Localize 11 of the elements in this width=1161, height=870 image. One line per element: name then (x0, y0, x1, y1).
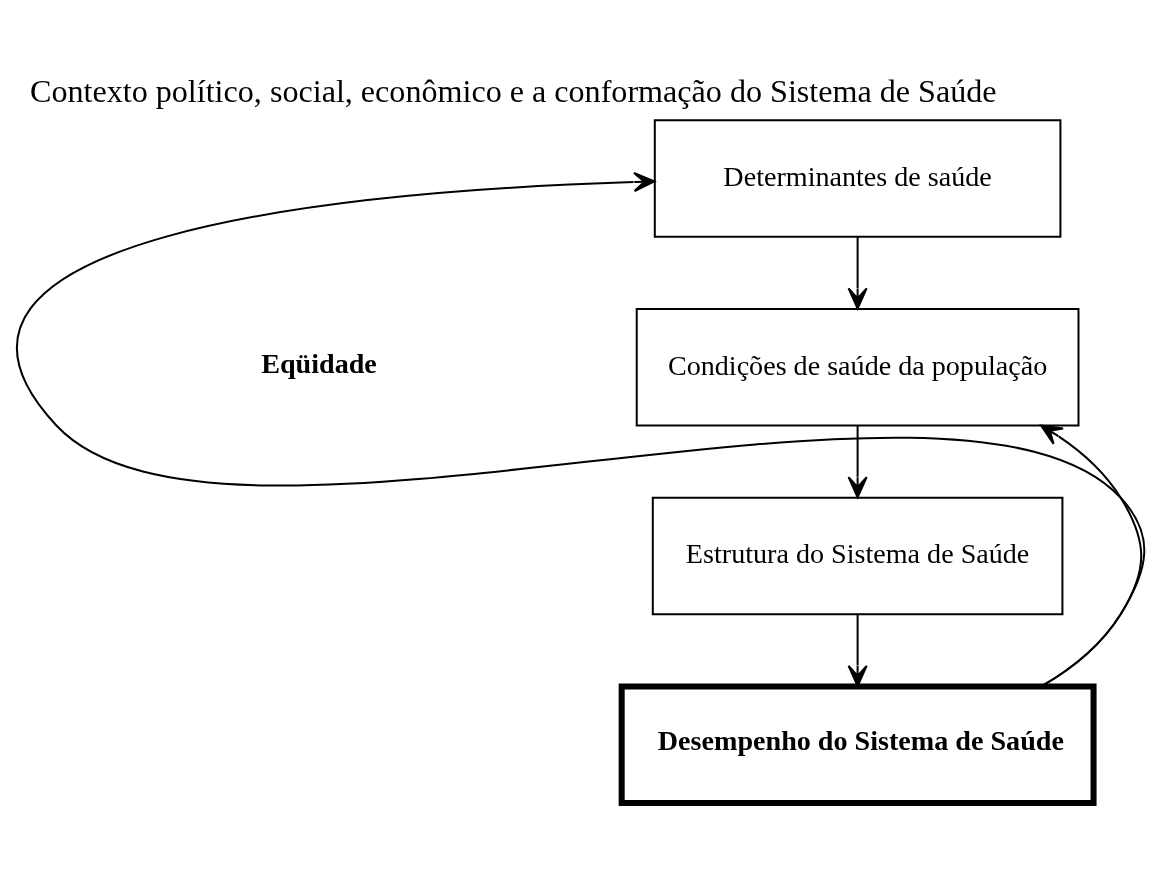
arrow (847, 425, 868, 498)
node-box: Estrutura do Sistema de Saúde (651, 496, 1064, 615)
arrow (17, 171, 1146, 687)
arrow (847, 236, 868, 309)
node-box: Desempenho do Sistema de Saúde (618, 683, 1097, 806)
node-box: Condições de saúde da população (635, 307, 1080, 426)
label: Eqüidade (261, 347, 377, 379)
arrow (847, 613, 868, 687)
arrow (1040, 424, 1143, 687)
node-box: Determinantes de saúde (653, 118, 1062, 238)
diagram-title: Contexto político, social, econômico e a conformação do Sistema de Saúde (30, 72, 997, 109)
